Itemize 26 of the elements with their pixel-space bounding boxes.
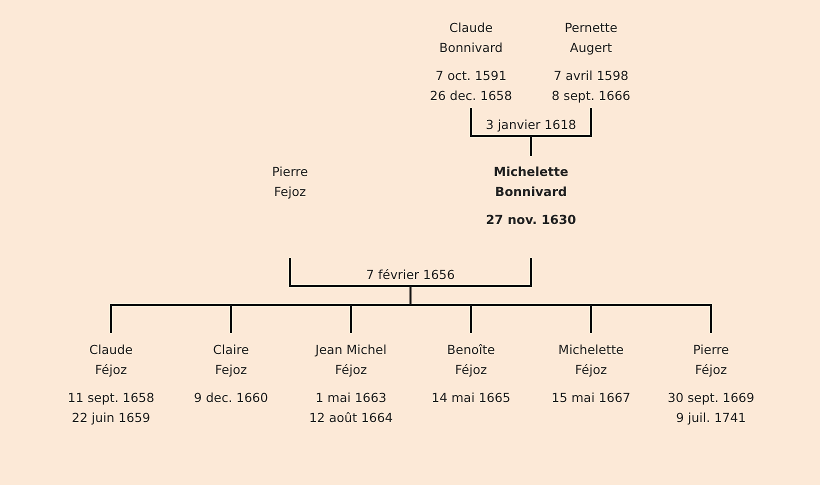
life-date: 8 sept. 1666 — [550, 87, 632, 105]
person-name: Michelette Féjoz — [557, 341, 625, 379]
person-name: Claude Bonnivard — [438, 19, 504, 57]
person-name: Pierre Fejoz — [271, 163, 309, 201]
life-date: 15 mai 1667 — [550, 389, 632, 407]
life-date: 12 août 1664 — [308, 409, 394, 427]
life-date: 22 juin 1659 — [70, 409, 152, 427]
life-date: 9 juil. 1741 — [674, 409, 748, 427]
life-date: 30 sept. 1669 — [666, 389, 756, 407]
person-name: Claude Féjoz — [88, 341, 134, 379]
family-line — [530, 108, 592, 157]
family-line — [410, 258, 712, 333]
person-name: Michelette Bonnivard — [492, 163, 570, 201]
person-name: Benoîte Féjoz — [446, 341, 496, 379]
life-date: 1 mai 1663 — [314, 389, 388, 407]
life-date: 7 oct. 1591 — [434, 67, 508, 85]
person-name: Jean Michel Féjoz — [314, 341, 388, 379]
life-date: 26 dec. 1658 — [428, 87, 514, 105]
life-date: 11 sept. 1658 — [66, 389, 156, 407]
life-date: 9 dec. 1660 — [192, 389, 270, 407]
person-name: Claire Fejoz — [212, 341, 250, 379]
person-name: Pernette Augert — [564, 19, 618, 57]
person-name: Pierre Féjoz — [692, 341, 730, 379]
life-date: 27 nov. 1630 — [484, 211, 578, 229]
life-date: 14 mai 1665 — [430, 389, 512, 407]
life-date: 7 avril 1598 — [552, 67, 630, 85]
